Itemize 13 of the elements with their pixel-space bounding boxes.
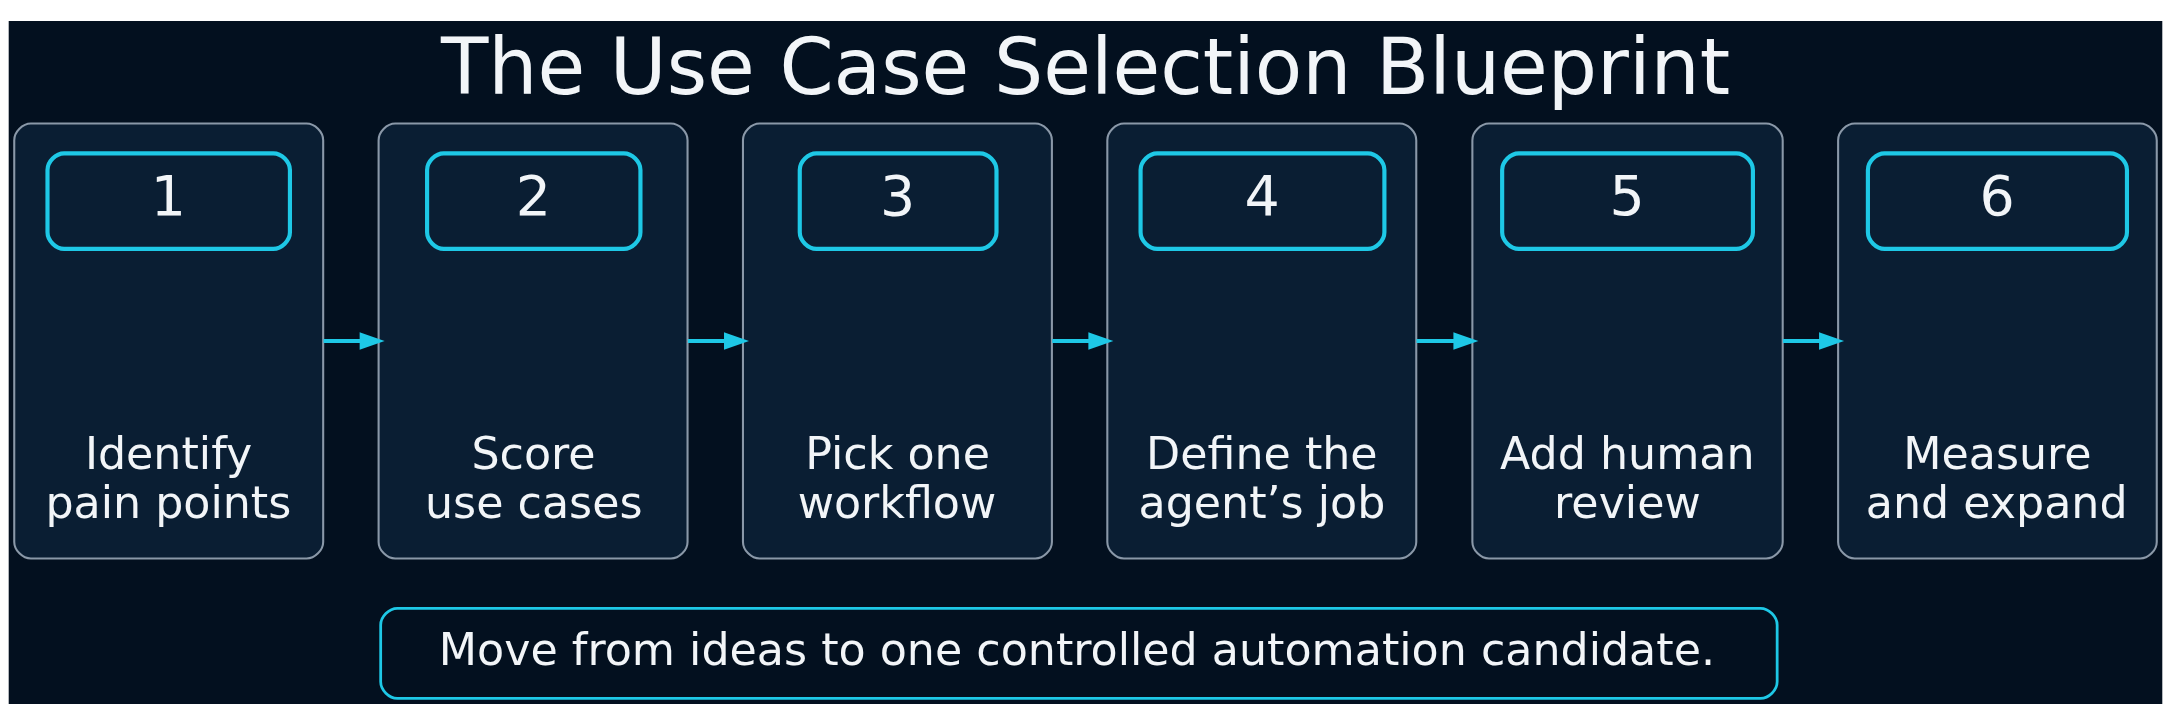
node-box: 6 Measure and expand — [1837, 121, 2158, 560]
arrow — [1416, 331, 1479, 350]
node-box: Move from ideas to one controlled automation candidate. — [379, 606, 1779, 700]
node-box: 1 Identify pain points — [13, 121, 325, 560]
arrow — [323, 331, 385, 350]
arrow — [1782, 331, 1845, 350]
node-box: 2 Score use cases — [377, 121, 689, 560]
arrow — [687, 331, 749, 350]
arrow — [1052, 331, 1114, 350]
node-box: 5 Add human review — [1471, 121, 1784, 560]
node-box: 4 Define the agent’s job — [1106, 121, 1418, 560]
diagram-title: The Use Case Selection Blueprint — [440, 21, 1731, 112]
node-box: 3 Pick one workflow — [741, 121, 1053, 560]
